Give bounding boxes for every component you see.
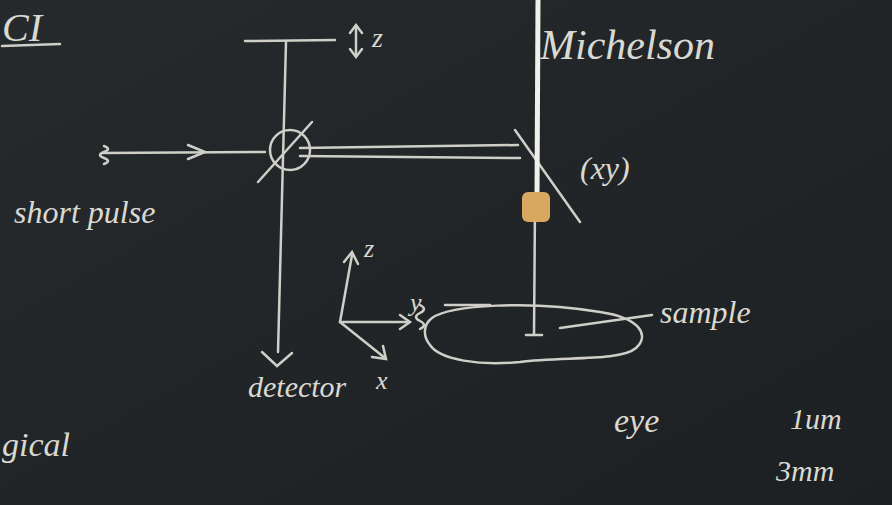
- focus-mark: [526, 334, 542, 337]
- axis-label: z: [364, 236, 374, 262]
- mic-cable: [537, 0, 538, 196]
- reference-mirror: [245, 40, 335, 41]
- dimension: 1um: [790, 404, 842, 434]
- heading-fragment: gical: [2, 428, 70, 462]
- beam-splitter: [270, 130, 310, 170]
- pulse-squiggle: [100, 146, 108, 164]
- note: eye: [614, 404, 659, 438]
- axis-label: z: [372, 24, 383, 52]
- heading-fragment: CI: [2, 8, 42, 48]
- sample-arm: [300, 156, 520, 158]
- axis-head: [372, 346, 386, 359]
- coordinate-label: (xy): [580, 152, 630, 184]
- scan-mirror: [515, 130, 580, 222]
- x-axis: [340, 322, 385, 358]
- axis-head: [344, 252, 358, 264]
- beam-arrow: [188, 145, 205, 159]
- input-beam: [102, 152, 265, 153]
- sample-arm: [300, 145, 518, 148]
- source-label: short pulse: [14, 196, 155, 228]
- probe-beam: [534, 205, 535, 335]
- reference-arm: [278, 42, 286, 352]
- y-axis: [340, 321, 408, 324]
- axis-label: y: [410, 290, 422, 316]
- part-label: sample: [660, 296, 751, 328]
- microphone: [522, 192, 550, 222]
- beam-splitter-plate: [258, 122, 312, 182]
- detector-symbol: [262, 352, 292, 366]
- arrow-head: [350, 25, 362, 33]
- dimension: 3mm: [776, 456, 834, 486]
- chalk-lines: [2, 25, 652, 366]
- sample-layer: [445, 304, 490, 307]
- z-axis: [340, 255, 352, 322]
- title-note: Michelson: [540, 24, 715, 66]
- motion-arrow: [355, 26, 358, 56]
- axis-head: [400, 315, 410, 329]
- part-label: detector: [248, 372, 346, 402]
- axis-label: x: [376, 368, 388, 394]
- leader-line: [560, 315, 652, 328]
- sample-outline: [425, 305, 642, 363]
- arrow-head: [350, 49, 362, 57]
